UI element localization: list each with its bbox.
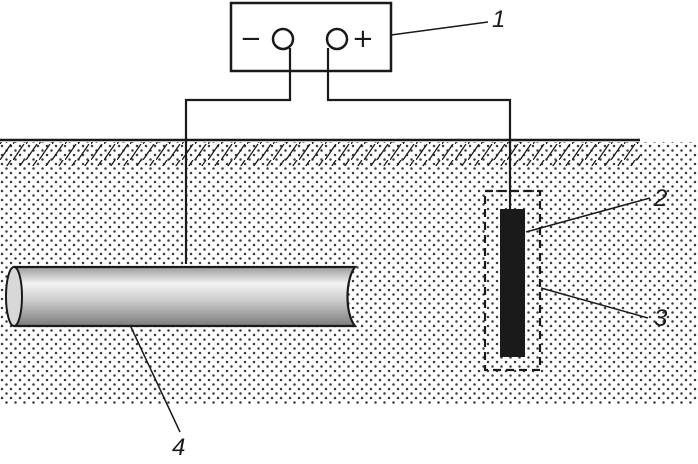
positive-terminal-sign: +: [352, 24, 374, 54]
pipeline: [5, 265, 358, 328]
callout-label-1: 1: [492, 6, 505, 33]
positive-wire: [326, 48, 512, 209]
pipe-end-left: [5, 266, 23, 327]
leader-line-2: [525, 197, 651, 233]
anode: [500, 209, 525, 357]
negative-terminal-sign: −: [240, 24, 262, 54]
leader-line-3: [540, 287, 649, 319]
backfill-zone: [483, 189, 542, 372]
positive-terminal: [325, 27, 349, 51]
leader-line-1: [390, 21, 489, 36]
negative-terminal: [271, 27, 295, 51]
callout-label-3: 3: [654, 305, 668, 332]
callout-label-4: 4: [172, 434, 185, 461]
power-source: − +: [229, 1, 393, 73]
soil-hatching: [0, 142, 640, 166]
callout-label-2: 2: [653, 185, 667, 212]
negative-wire: [184, 48, 292, 264]
leader-line-4: [129, 324, 181, 433]
